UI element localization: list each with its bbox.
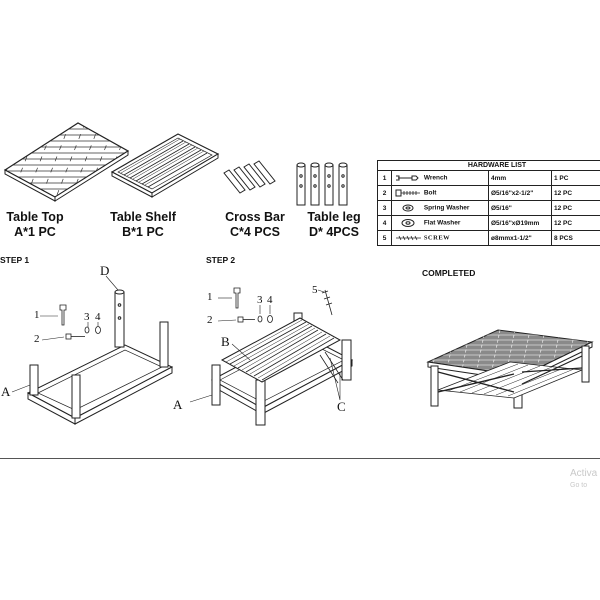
hardware-qty: 12 PC	[551, 200, 600, 216]
part-qty: B*1 PC	[122, 225, 164, 239]
table-row: 4 Flat Washer Ø5/16"xØ19mm 12 PC	[377, 215, 600, 231]
watermark-line-2: Go to	[570, 482, 588, 489]
step-1-callout-3: 3	[84, 311, 90, 323]
hardware-spec: Ø5/16"xØ19mm	[488, 215, 552, 231]
hardware-qty: 8 PCS	[551, 230, 600, 246]
table-row: 1 Wrench 4mm 1 PC	[377, 170, 600, 186]
bolt-icon	[395, 189, 420, 197]
table-row: 3 Spring Washer Ø5/16" 12 PC	[377, 200, 600, 216]
step-1-callout-1: 1	[34, 309, 40, 321]
activation-watermark: Activa Go to	[570, 468, 597, 492]
part-label-table-shelf: Table Shelf B*1 PC	[108, 210, 178, 240]
step-1-title: STEP 1	[0, 255, 30, 265]
hardware-spec: Ø5/16"x2-1/2"	[488, 185, 552, 201]
hardware-list-title: HARDWARE LIST	[377, 160, 600, 171]
part-qty: A*1 PC	[14, 225, 56, 239]
row-number: 1	[377, 170, 392, 186]
hardware-qty: 12 PC	[551, 215, 600, 231]
table-row: 2 Bolt Ø5/16"x2-1/2" 12 PC	[377, 185, 600, 201]
step-2-callout-2: 2	[207, 314, 213, 326]
part-name: Table leg	[307, 210, 361, 224]
step-2-callout-1: 1	[207, 291, 213, 303]
hardware-name: Spring Washer	[423, 204, 470, 212]
step-2-letter-c: C	[337, 399, 346, 414]
part-label-table-leg: Table leg D* 4PCS	[300, 210, 368, 240]
flat-washer-icon	[401, 219, 415, 227]
row-number: 4	[377, 215, 392, 231]
part-qty: C*4 PCS	[229, 225, 281, 239]
parts-illustrations	[3, 122, 348, 206]
hardware-spec: ø8mmx1-1/2"	[488, 230, 552, 246]
hardware-list-table: HARDWARE LIST 1 Wrench 4mm 1 PC 2 Bolt Ø…	[377, 160, 600, 246]
step-2-callout-5: 5	[312, 284, 318, 296]
part-name: Table Top	[6, 210, 64, 224]
hardware-name: Bolt	[423, 189, 437, 197]
row-number: 2	[377, 185, 392, 201]
step-2-letter-b: B	[221, 334, 230, 349]
step-1-illustration	[11, 275, 174, 425]
watermark-line-1: Activa	[570, 468, 598, 479]
hardware-name: Flat Washer	[423, 219, 461, 227]
hardware-name: SCREW	[423, 234, 451, 242]
part-qty: D* 4PCS	[308, 225, 360, 239]
step-2-illustration	[189, 287, 354, 426]
part-label-cross-bar: Cross Bar C*4 PCS	[220, 210, 290, 240]
hardware-qty: 12 PC	[551, 185, 600, 201]
step-1-callout-4: 4	[95, 311, 101, 323]
step-2-callout-3: 3	[257, 294, 263, 306]
hardware-name: Wrench	[423, 174, 448, 182]
table-top-illustration	[3, 122, 130, 202]
hardware-spec: Ø5/16"	[488, 200, 552, 216]
step-1-callout-2: 2	[34, 333, 40, 345]
screw-icon	[396, 235, 421, 241]
step-1-letter-d: D	[100, 263, 110, 278]
step-2-callout-4: 4	[267, 294, 273, 306]
wrench-icon	[396, 175, 419, 181]
completed-table-illustration	[426, 329, 594, 409]
table-leg-illustration	[296, 162, 348, 206]
spring-washer-icon	[402, 204, 414, 212]
hardware-spec: 4mm	[488, 170, 552, 186]
row-number: 5	[377, 230, 392, 246]
step-2-title: STEP 2	[206, 255, 236, 265]
part-name: Cross Bar	[225, 210, 285, 224]
completed-title: COMPLETED	[422, 268, 476, 278]
part-name: Table Shelf	[110, 210, 176, 224]
cross-bar-illustration	[223, 160, 276, 194]
part-label-table-top: Table Top A*1 PC	[0, 210, 70, 240]
bottom-divider	[0, 458, 600, 459]
table-shelf-illustration	[110, 133, 220, 198]
row-number: 3	[377, 200, 392, 216]
step-1-letter-a: A	[1, 384, 11, 399]
table-row: 5 SCREW ø8mmx1-1/2" 8 PCS	[377, 230, 600, 246]
hardware-qty: 1 PC	[551, 170, 600, 186]
step-2-letter-a: A	[173, 397, 183, 412]
